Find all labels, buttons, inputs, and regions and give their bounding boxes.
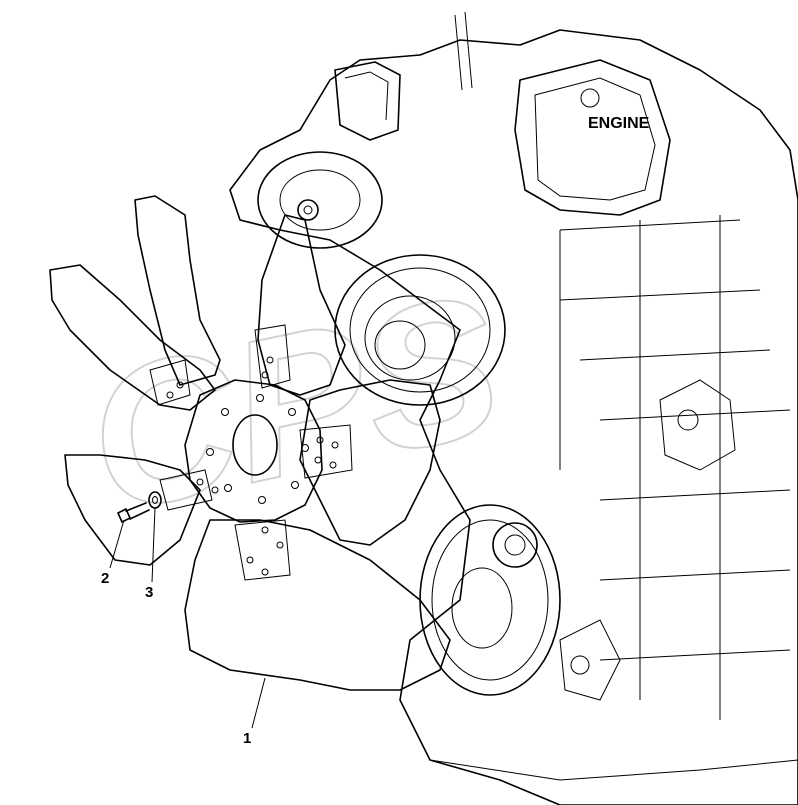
callout-3: 3 (145, 584, 153, 601)
leader-line-3 (151, 507, 156, 583)
leader-line-2 (109, 519, 125, 569)
engine-label: ENGINE (588, 115, 650, 132)
leader-line-1 (251, 677, 266, 729)
callout-2: 2 (101, 570, 109, 587)
engine-block (229, 11, 798, 805)
fan-assembly (49, 195, 451, 691)
callout-1: 1 (243, 730, 251, 747)
bolt (117, 502, 150, 523)
